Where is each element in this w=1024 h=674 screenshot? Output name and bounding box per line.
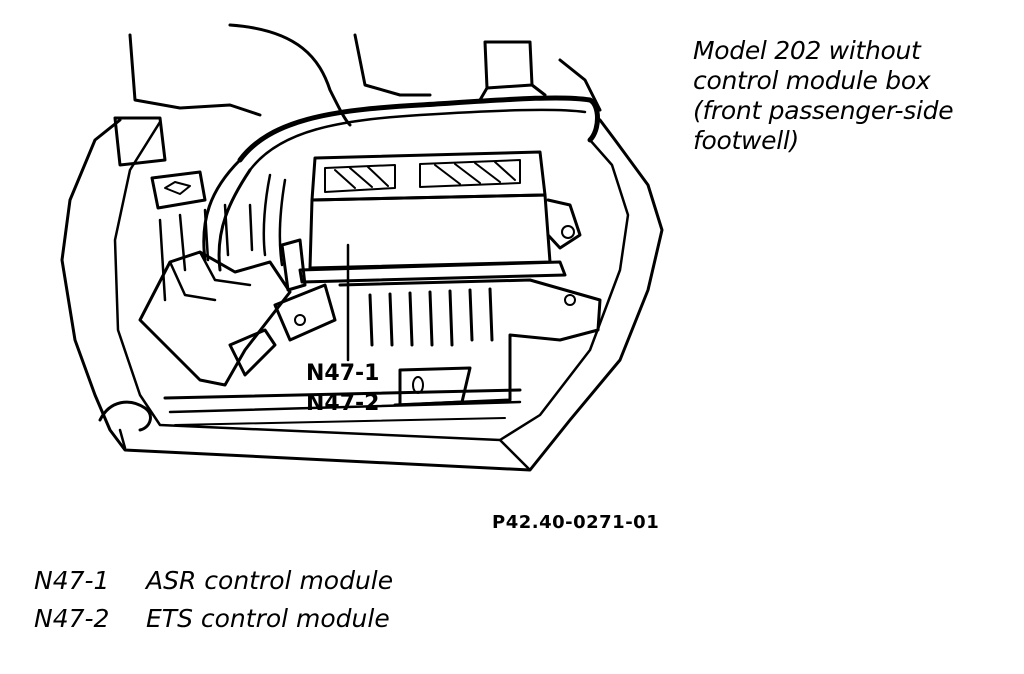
- caption-line: (front passenger-side: [693, 96, 954, 125]
- upper-bracket-edge: [478, 83, 547, 102]
- dash-trim-curve: [228, 23, 352, 127]
- footwell-curl: [98, 400, 152, 432]
- figure-id: P42.40-0271-01: [492, 512, 660, 533]
- callout-label-n47-1: N47-1: [306, 361, 379, 386]
- mount-plate: [273, 283, 337, 342]
- wiring-harness-top: [237, 95, 600, 163]
- module-vent-right: [419, 159, 521, 188]
- tray-ribs: [368, 287, 494, 347]
- left-rail-ribs: [158, 203, 254, 302]
- connector-plug-detail: [164, 181, 191, 195]
- legend-description: ETS control module: [146, 604, 390, 633]
- floor-rail-1: [163, 388, 522, 400]
- tray-mount-hole: [564, 294, 576, 306]
- caption-line: Model 202 without: [693, 36, 921, 65]
- floor-rail-3: [174, 417, 506, 426]
- callout-leader-n47-2: [396, 401, 462, 407]
- ets-module-slot: [412, 376, 424, 394]
- module-vent-slats: [334, 161, 516, 189]
- caption-line: control module box: [693, 66, 931, 95]
- diagram-caption: Model 202 without control module box (fr…: [693, 36, 1013, 156]
- legend-item: N47-1 ASR control module: [34, 562, 393, 600]
- upper-bracket: [483, 40, 534, 90]
- footwell-shell-outline: [60, 118, 664, 472]
- legend: N47-1 ASR control module N47-2 ETS contr…: [34, 562, 393, 638]
- dash-trim-left: [128, 33, 262, 117]
- legend-code: N47-2: [34, 604, 110, 633]
- caption-line: footwell): [693, 126, 799, 155]
- floor-edge: [118, 428, 532, 472]
- dash-trim-right: [353, 33, 432, 97]
- floor-rail-2: [168, 400, 522, 414]
- wiring-harness-down: [262, 173, 287, 267]
- right-bracket-screw: [561, 225, 575, 239]
- right-bracket: [546, 198, 582, 250]
- connector-block-detail: [168, 250, 252, 302]
- legend-description: ASR control module: [146, 566, 394, 595]
- dash-trim-top: [558, 58, 602, 112]
- control-module-box-lip: [298, 260, 567, 284]
- connector-plug: [150, 170, 207, 210]
- ets-module-plate: [398, 366, 472, 407]
- connector-latch: [228, 328, 277, 377]
- control-module-box-front: [308, 193, 552, 270]
- mount-plate-screw: [294, 314, 306, 326]
- module-vent-left: [324, 164, 396, 193]
- callout-label-n47-2: N47-2: [306, 391, 379, 416]
- legend-code: N47-1: [34, 566, 110, 595]
- legend-item: N47-2 ETS control module: [34, 600, 393, 638]
- relay-clip: [280, 238, 307, 292]
- wiring-harness-top-2: [248, 108, 587, 172]
- left-panel: [113, 116, 167, 167]
